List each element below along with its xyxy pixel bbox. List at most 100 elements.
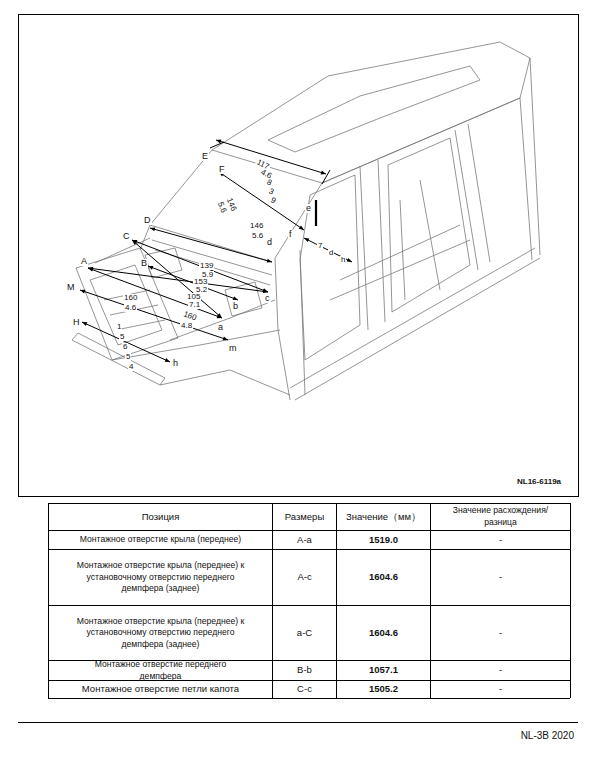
table-cell: A-c [273,550,336,605]
body-panel-line [300,175,360,360]
table-cell: 1057.1 [337,661,430,680]
table-header: Значение расхождения/ разница [431,504,570,530]
table-cell: Монтажное отверстие крыла (переднее) [49,531,272,549]
point-letter: m [228,344,238,353]
dimension-line [150,228,272,262]
body-panel-line [378,160,385,322]
point-letter: h [172,359,179,368]
table-cell: 1604.6 [337,550,430,605]
arrow-head [223,337,228,341]
arrow-head [82,322,87,326]
table-cell: 1519.0 [337,531,430,549]
table-rule [48,549,570,550]
table-cell: A-a [273,531,336,549]
table-cell: Монтажное отверстие крыла (переднее) к у… [49,606,272,660]
dimension-line [80,290,228,340]
point-letter: f [288,230,293,239]
table-cell: 1604.6 [337,606,430,660]
table-cell: a-C [273,606,336,660]
dimension-value: 105 [186,293,201,301]
dimension-value: 6 [122,343,128,351]
figure-frame [19,15,579,497]
dimension-value: 9 [268,196,277,206]
table-header: Позиция [49,504,272,530]
dimension-line [219,172,304,230]
point-letter: d [266,238,273,247]
body-panel-line [76,248,178,360]
dimension-value: 5.6 [251,232,264,240]
body-panel-line [520,98,532,260]
dimension-line [216,140,326,174]
body-panel-line [360,166,368,330]
point-letter: A [80,257,88,266]
dimension-value: 139 [199,262,214,270]
arrow-head [299,226,304,230]
point-letter: H [72,318,81,327]
table-cell: - [431,681,570,698]
table-header: Значение（мм） [337,504,430,530]
table-rule [48,530,570,531]
point-letter: d [328,249,334,257]
point-letter: F [218,165,226,174]
arrow-head [132,240,137,245]
footer-rule [18,722,578,723]
arrow-head [347,258,352,262]
point-letter: D [143,216,152,225]
dimension-value: 4.6 [124,304,137,312]
arrow-head [148,266,153,270]
arrow-head [263,289,268,293]
body-panel-line [290,248,535,388]
dimension-line [82,322,170,362]
arrow-head [165,358,170,362]
dimension-value: 4 [128,363,134,371]
figure-code: NL16-6119a [516,478,562,486]
dimension-value: 1 [116,323,122,331]
table-rule [48,605,570,606]
dimension-line [88,268,222,318]
arrow-head [304,238,309,242]
arrow-head [88,267,93,271]
body-panel-line [530,58,540,255]
dimension-value: 153 [193,278,208,286]
body-panel-line [295,258,540,400]
arrow-head [233,296,238,300]
table-header: Размеры [273,504,336,530]
dimension-line [132,240,268,292]
point-letter: B [140,259,148,268]
table-rule [336,503,337,698]
arrow-head [150,227,155,231]
point-letter: E [201,152,209,161]
arrow-head [216,140,221,144]
body-panel-line [388,138,470,312]
table-rule [430,503,431,698]
point-letter: h [340,256,346,264]
body-panel-line [275,258,290,400]
body-panel-line [150,225,272,262]
table-cell: B-b [273,661,336,680]
body-panel-line [455,130,478,270]
arrow-head [267,259,272,263]
table-cell: - [431,606,570,660]
point-letter: M [66,283,76,292]
table-cell: - [431,661,570,680]
point-letter: b [232,302,239,311]
table-cell: - [431,550,570,605]
table-cell: 1505.2 [337,681,430,698]
body-panel-line [340,225,460,280]
body-panel-line [212,42,530,183]
table-rule [48,698,570,699]
point-letter: C [122,232,131,241]
arrow-head [80,290,85,294]
dimension-value: 160 [123,294,138,302]
extension-line [322,170,330,184]
dimension-value: 5 [119,333,125,341]
body-panel-line [420,180,440,290]
table-rule [48,503,49,698]
body-panel-line [160,370,290,395]
dimension-value: 7 [317,242,323,250]
body-panel-line [116,320,165,330]
arrow-head [217,313,222,318]
arrow-head [321,171,326,175]
measure-point-bar [315,200,317,226]
